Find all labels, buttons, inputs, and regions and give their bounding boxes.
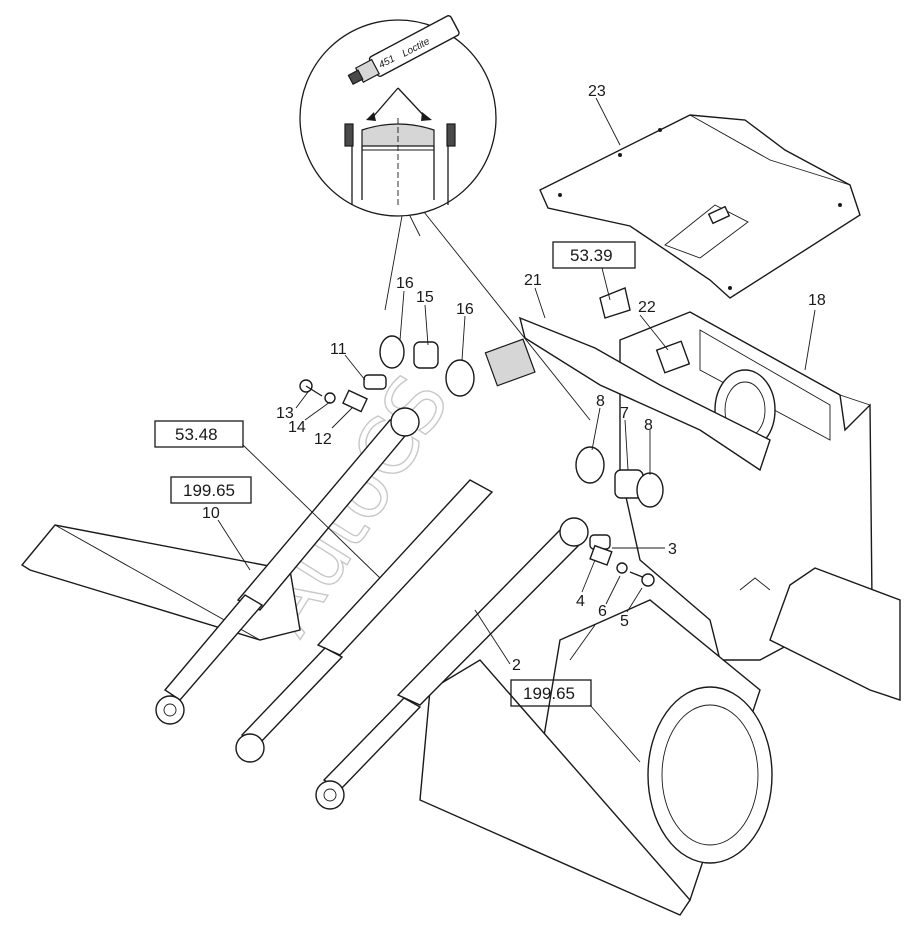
callout-21: 21: [524, 272, 542, 289]
callout-22: 22: [638, 299, 656, 316]
reference-box-199-65-left: 199.65: [170, 476, 252, 504]
tie-plate: [518, 287, 771, 472]
callout-11: 11: [330, 341, 347, 358]
callout-10: 10: [202, 505, 220, 522]
callout-7: 7: [620, 405, 629, 422]
callout-13: 13: [276, 405, 294, 422]
loctite-tube-icon: 451 Loctite: [347, 15, 460, 86]
axle-tube: [539, 599, 773, 902]
leader-lines: [217, 97, 816, 763]
callout-8-right: 8: [644, 417, 653, 434]
detail-inset: 451 Loctite: [299, 15, 591, 421]
reference-box-label: 53.39: [570, 246, 613, 265]
reference-box-53-48: 53.48: [154, 420, 244, 448]
reference-box-199-65-right: 199.65: [510, 679, 592, 707]
callout-14: 14: [288, 419, 306, 436]
callout-16-left: 16: [396, 275, 414, 292]
callout-labels: 23 21 22 18 16 15 16 11 13 14 12 10 8 7 …: [202, 83, 826, 674]
axle-beam-right: [419, 567, 901, 916]
reference-box-53-39: 53.39: [552, 241, 636, 269]
callout-18: 18: [808, 292, 826, 309]
bushings-right: [575, 446, 664, 508]
callout-23: 23: [588, 83, 606, 100]
bolt-set-right: [589, 534, 655, 587]
callout-6: 6: [598, 603, 607, 620]
hydraulic-cylinder-left: [155, 407, 420, 725]
cover-plate: [539, 114, 861, 299]
reference-box-label: 199.65: [523, 684, 575, 703]
callout-5: 5: [620, 613, 629, 630]
reference-box-label: 199.65: [183, 481, 235, 500]
callout-12: 12: [314, 431, 332, 448]
reference-box-label: 53.48: [175, 425, 218, 444]
callout-4: 4: [576, 593, 585, 610]
callout-15: 15: [416, 289, 434, 306]
hydraulic-cylinder-right: [315, 517, 589, 810]
callout-8-left: 8: [596, 393, 605, 410]
callout-16-right: 16: [456, 301, 474, 318]
bushings-left: [379, 335, 536, 397]
bolt-set-left: [299, 374, 387, 413]
callout-2: 2: [512, 657, 521, 674]
callout-3: 3: [668, 541, 677, 558]
hydraulic-cylinder-middle: [235, 479, 494, 763]
